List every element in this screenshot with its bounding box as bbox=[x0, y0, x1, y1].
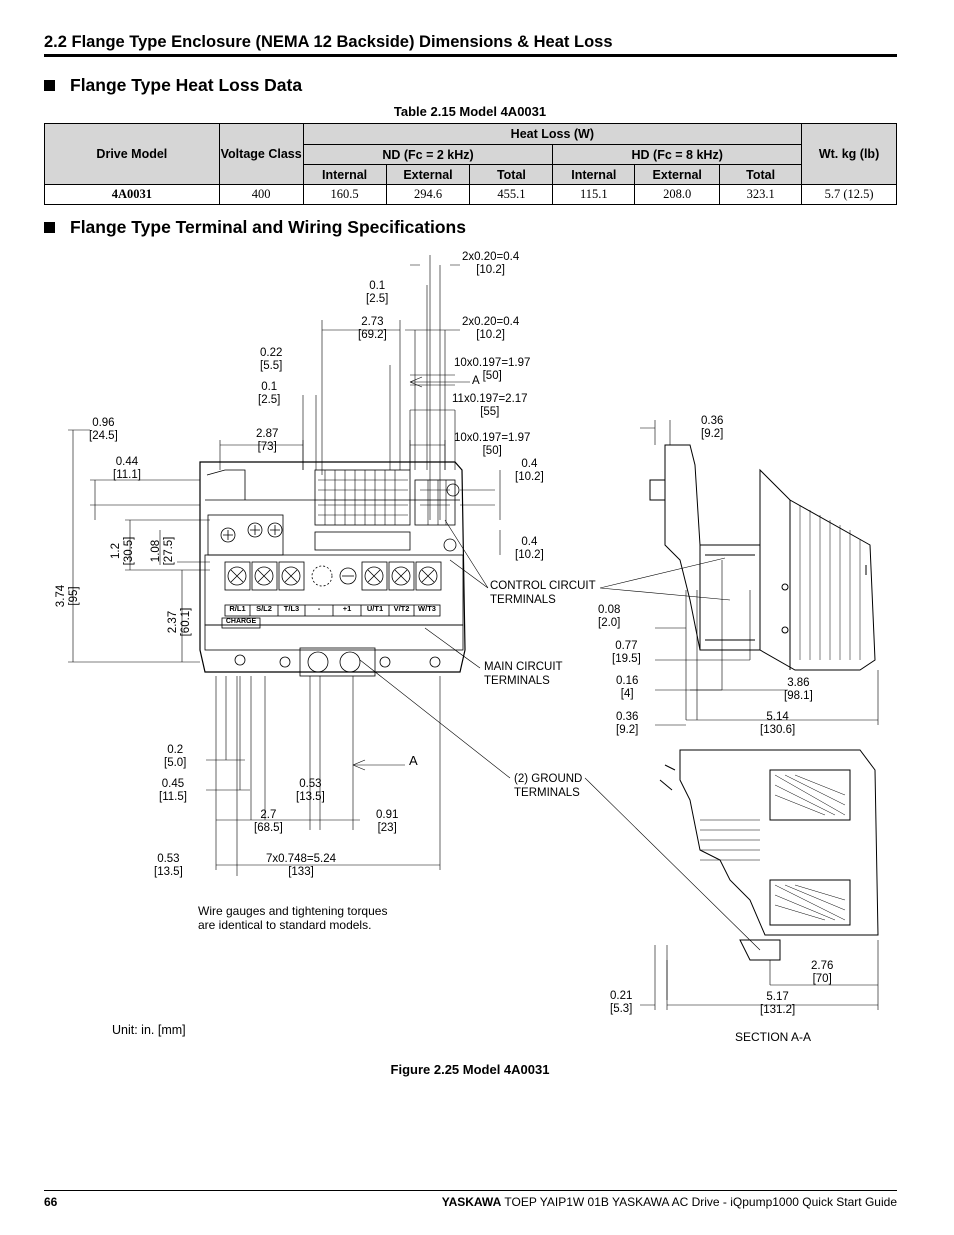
footer-brand: YASKAWA bbox=[441, 1195, 502, 1209]
dimension-label: 1.2 [30.5] bbox=[110, 536, 135, 566]
header-hd: HD (Fc = 8 kHz) bbox=[552, 144, 803, 165]
dimension-label: 1.08 [27.5] bbox=[150, 536, 175, 566]
dimension-label: 0.4 [10.2] bbox=[515, 536, 544, 561]
page-number: 66 bbox=[44, 1195, 58, 1209]
section-title: 2.2 Flange Type Enclosure (NEMA 12 Backs… bbox=[44, 33, 613, 51]
dimension-label: 0.53 [13.5] bbox=[296, 778, 325, 803]
main-circuit-label: MAIN CIRCUIT TERMINALS bbox=[484, 661, 563, 687]
terminal-label: U/T1 bbox=[366, 604, 384, 613]
dimension-label: 2x0.20=0.4 [10.2] bbox=[462, 316, 520, 341]
dimension-label: 11x0.197=2.17 [55] bbox=[452, 393, 528, 418]
heat-loss-heading: Flange Type Heat Loss Data bbox=[44, 75, 302, 96]
footer-rule bbox=[44, 1190, 897, 1191]
dimension-label: 0.36 [9.2] bbox=[701, 415, 724, 440]
dimension-label: 0.1 [2.5] bbox=[366, 280, 389, 305]
cell-nd-external: 294.6 bbox=[385, 184, 471, 205]
cell-hd-total: 323.1 bbox=[719, 184, 803, 205]
header-weight: Wt. kg (lb) bbox=[801, 123, 897, 185]
dimension-label: 0.53 [13.5] bbox=[154, 853, 183, 878]
wire-gauge-note: Wire gauges and tightening torques are i… bbox=[198, 904, 388, 932]
terminal-label: T/L3 bbox=[283, 604, 300, 613]
header-drive-model: Drive Model bbox=[44, 123, 220, 185]
dimension-label: 2x0.20=0.4 [10.2] bbox=[462, 251, 520, 276]
header-nd-total: Total bbox=[469, 164, 554, 185]
dimension-label: 0.36 [9.2] bbox=[616, 711, 639, 736]
section-aa-label: SECTION A-A bbox=[735, 1030, 812, 1044]
heat-loss-table: Drive Model Voltage Class Heat Loss (W) … bbox=[44, 123, 897, 205]
cell-weight: 5.7 (12.5) bbox=[801, 184, 897, 205]
dimension-label: 2.37 [60.1] bbox=[167, 607, 192, 637]
footer-doc-title: TOEP YAIP1W 01B YASKAWA AC Drive - iQpum… bbox=[501, 1195, 897, 1209]
dimension-label: 0.77 [19.5] bbox=[612, 640, 641, 665]
ground-terminals-label: (2) GROUND TERMINALS bbox=[514, 773, 583, 799]
dimension-label: 7x0.748=5.24 [133] bbox=[266, 853, 337, 878]
dimension-label: 0.08 [2.0] bbox=[598, 604, 621, 629]
header-hd-total: Total bbox=[719, 164, 803, 185]
dimension-label: 3.74 [95] bbox=[55, 584, 80, 608]
dimension-label: 0.21 [5.3] bbox=[610, 990, 633, 1015]
terminal-label: R/L1 bbox=[229, 604, 246, 613]
dimension-label: 0.16 [4] bbox=[616, 675, 639, 700]
dimension-label: 3.86 [98.1] bbox=[784, 677, 813, 702]
table-caption: Table 2.15 Model 4A0031 bbox=[393, 104, 547, 119]
square-bullet-icon bbox=[44, 80, 55, 91]
header-hd-external: External bbox=[634, 164, 721, 185]
title-rule bbox=[44, 54, 897, 57]
wiring-heading-text: Flange Type Terminal and Wiring Specific… bbox=[70, 217, 466, 237]
cell-hd-internal: 115.1 bbox=[552, 184, 636, 205]
dimension-label: 5.14 [130.6] bbox=[760, 711, 796, 736]
cell-nd-internal: 160.5 bbox=[302, 184, 387, 205]
dimension-label: 0.91 [23] bbox=[376, 809, 399, 834]
dimension-label: 2.76 [70] bbox=[811, 960, 834, 985]
terminal-label-strip: R/L1 S/L2 T/L3 - +1 U/T1 V/T2 W/T3 bbox=[225, 604, 440, 616]
dimension-label: 0.22 [5.5] bbox=[260, 347, 283, 372]
heat-loss-heading-text: Flange Type Heat Loss Data bbox=[70, 75, 303, 95]
dimension-label: 0.2 [5.0] bbox=[164, 744, 187, 769]
dimension-label: 2.7 [68.5] bbox=[254, 809, 283, 834]
header-nd-internal: Internal bbox=[302, 164, 387, 185]
dimension-label: 10x0.197=1.97 [50] bbox=[454, 432, 531, 457]
wiring-heading: Flange Type Terminal and Wiring Specific… bbox=[44, 217, 466, 238]
dimension-label: 0.4 [10.2] bbox=[515, 458, 544, 483]
dimension-label: 2.73 [69.2] bbox=[358, 316, 387, 341]
dimension-label: 5.17 [131.2] bbox=[760, 991, 796, 1016]
header-nd: ND (Fc = 2 kHz) bbox=[302, 144, 554, 165]
cell-model: 4A0031 bbox=[44, 184, 220, 205]
header-hd-internal: Internal bbox=[552, 164, 636, 185]
terminal-label: W/T3 bbox=[418, 604, 436, 613]
header-voltage-class: Voltage Class bbox=[218, 123, 304, 185]
dimension-label: 0.1 [2.5] bbox=[258, 381, 281, 406]
control-circuit-label: CONTROL CIRCUIT TERMINALS bbox=[490, 580, 596, 606]
dimension-label: 2.87 [73] bbox=[256, 428, 279, 453]
unit-note: Unit: in. [mm] bbox=[112, 1023, 186, 1037]
dimension-label: 0.96 [24.5] bbox=[89, 417, 118, 442]
terminal-label: V/T2 bbox=[393, 604, 410, 613]
cell-nd-total: 455.1 bbox=[469, 184, 554, 205]
table-row: 4A0031 400 160.5 294.6 455.1 115.1 208.0… bbox=[44, 184, 897, 205]
terminal-label: S/L2 bbox=[256, 604, 272, 613]
footer-doc-info: YASKAWA TOEP YAIP1W 01B YASKAWA AC Drive… bbox=[442, 1195, 897, 1209]
section-marker-a-top: A bbox=[472, 375, 480, 387]
square-bullet-icon bbox=[44, 222, 55, 233]
dimension-label: 10x0.197=1.97 [50] bbox=[454, 357, 531, 382]
dimension-label: 0.44 [11.1] bbox=[113, 456, 141, 481]
figure-caption: Figure 2.25 Model 4A0031 bbox=[390, 1062, 550, 1077]
cell-hd-external: 208.0 bbox=[634, 184, 721, 205]
charge-label: CHARGE bbox=[225, 618, 257, 625]
dimension-label: 0.45 [11.5] bbox=[159, 778, 187, 803]
terminal-label: +1 bbox=[342, 604, 352, 613]
terminal-label: - bbox=[317, 604, 321, 613]
section-marker-a-bottom: A bbox=[409, 753, 418, 768]
